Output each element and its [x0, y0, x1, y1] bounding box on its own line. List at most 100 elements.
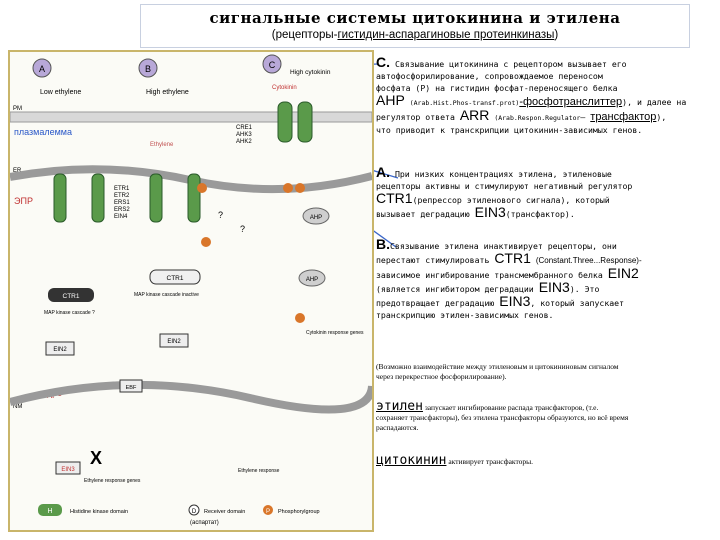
- a-line4: вызывает деградацию: [376, 209, 470, 219]
- c-arr-dash: –: [580, 112, 586, 122]
- page-subtitle: (рецепторы-гистидин-аспарагиновые протеи…: [141, 29, 689, 41]
- a-letter: A.: [376, 164, 390, 180]
- high-ethylene-label: High ethylene: [146, 89, 189, 96]
- c-transf: трансфактор: [590, 111, 657, 123]
- ein2-node-b: [159, 333, 189, 348]
- legend-d-label: D: [192, 509, 197, 515]
- cyt-text: активирует трансфакторы.: [448, 457, 534, 466]
- eth-text3: распадаются.: [376, 423, 419, 432]
- circle-c: [262, 54, 282, 74]
- ctr1-node-b: [149, 269, 201, 285]
- nuclear-membrane: [8, 380, 376, 414]
- b-line5: предотвращает деградацию: [376, 298, 495, 308]
- legend-rd-label: Receiver domain: [204, 509, 245, 515]
- c-letter: C.: [376, 54, 390, 70]
- nm-label: NM: [13, 404, 22, 410]
- a-line2: рецепторы активны и стимулируют негативн…: [376, 181, 633, 191]
- question-1: ?: [218, 210, 223, 220]
- legend-p-swatch: [263, 505, 273, 515]
- a-paragraph: A. При низких концентрациях этилена, эти…: [376, 164, 716, 220]
- circle-b-label: B: [145, 64, 151, 74]
- b-ein2: EIN2: [607, 265, 639, 281]
- b-line1: Связывание этилена инактивирует рецептор…: [390, 241, 617, 251]
- b-ein3-2: EIN3: [499, 293, 531, 309]
- c-arr: ARR: [459, 107, 490, 123]
- ethylene-keyword: этилен: [376, 399, 423, 414]
- c-line6: что приводит к транскрипции цитокинин-за…: [376, 125, 643, 135]
- legend-rd-ru-label: (аспартат): [190, 520, 219, 526]
- phospho-dot-5: [295, 313, 305, 323]
- epr-label: ЭПР: [14, 196, 33, 206]
- c-ahp: AHP: [376, 92, 405, 108]
- cytokinin-response-genes-label: Cytokinin response genes: [306, 330, 364, 336]
- legend-h-swatch: [38, 504, 62, 516]
- c-arr-small: (Arab.Respon.Regulator: [494, 114, 581, 122]
- page-title: сигнальные системы цитокинина и этилена: [209, 9, 621, 27]
- ahk2-label: AHK2: [236, 139, 252, 145]
- circle-c-label: C: [269, 60, 276, 70]
- b-ein3: EIN3: [538, 279, 570, 295]
- question-2: ?: [240, 224, 245, 234]
- signaling-diagram: A B C Low ethylene High ethylene High cy…: [8, 50, 376, 532]
- c-line5a: регулятор ответа: [376, 112, 455, 122]
- c-line5-end: ),: [656, 112, 667, 122]
- ers2-label: ERS2: [114, 207, 130, 213]
- ahk3-label: AHK3: [236, 132, 252, 138]
- circle-b: [138, 58, 158, 78]
- legend-pg-label: Phosphorylgroup: [278, 509, 320, 515]
- b-line5-end: , который запускает: [530, 298, 625, 308]
- high-cytokinin-label: High cytokinin: [290, 69, 331, 76]
- etr2-label: ETR2: [114, 193, 130, 199]
- legend-d-swatch: [188, 504, 200, 516]
- note-paragraph: (Возможно взаимодействие между этиленовы…: [376, 362, 716, 382]
- b-line3: зависимое ингибирование трансмембранного…: [376, 270, 603, 280]
- ethylene-response-genes-label: Ethylene response genes: [84, 478, 141, 484]
- a-ctr1: CTR1: [376, 190, 413, 206]
- a-line4-end: (трансфактор).: [505, 209, 575, 219]
- b-line4: (является ингибитором деградации: [376, 284, 534, 294]
- phospho-dot-2: [295, 183, 305, 193]
- legend-h-label: H: [47, 508, 52, 515]
- eth-text2: сохраняет трансфакторы), без этилена тра…: [376, 413, 629, 422]
- phospho-dot-3: [197, 183, 207, 193]
- ein2-label-a: EIN2: [53, 347, 67, 353]
- title-box: сигнальные системы цитокинина и этилена …: [140, 4, 690, 48]
- c-line2: автофосфорилирование, сопровождаемое пер…: [376, 71, 603, 81]
- ein3-node: [55, 461, 81, 475]
- b-line6: транскрипцию этилен-зависимых генов.: [376, 310, 554, 320]
- etr1-label: ETR1: [114, 186, 130, 192]
- ethylene-receptor-b2: [187, 173, 201, 223]
- ahp-node-1: [302, 207, 330, 225]
- subtitle-underlined: гистидин-аспарагиновые протеинкиназы: [337, 29, 555, 41]
- ahp-node-2: [298, 269, 326, 287]
- ethylene-label: Ethylene: [150, 142, 174, 148]
- ctr1-label-a: CTR1: [63, 293, 80, 300]
- c-paragraph: C. Связывание цитокинина с рецептором вы…: [376, 54, 716, 136]
- ein4-label: EIN4: [114, 214, 128, 220]
- legend-hk-label: Histidine kinase domain: [70, 509, 128, 515]
- phospho-dot-1: [283, 183, 293, 193]
- ethylene-paragraph: этилен запускает ингибирование распада т…: [376, 399, 716, 433]
- ethylene-receptor-a1: [53, 173, 67, 223]
- c-ahp-end: ), и далее на: [622, 97, 687, 107]
- plasmalemma-label: плазмалемма: [14, 127, 72, 137]
- pm-label: PM: [13, 106, 22, 112]
- cytokinin-receptor-2: [297, 101, 313, 143]
- cytokinin-keyword: цитокинин: [376, 453, 447, 468]
- c-ahp-small: (Arab.Hist.Phos-transf.prot): [409, 99, 520, 107]
- cytokinin-label: Cytokinin: [272, 85, 297, 91]
- ebf-node: [119, 379, 143, 393]
- b-line4-end: ). Это: [569, 284, 600, 294]
- ers1-label: ERS1: [114, 200, 130, 206]
- a-ein3: EIN3: [474, 204, 506, 220]
- c-line3: фосфата (P) на гистидин фосфат-переносящ…: [376, 83, 618, 93]
- circle-a-label: A: [39, 64, 45, 74]
- ahp-label-2: AHP: [306, 277, 318, 283]
- note-line1: (Возможно взаимодействие между этиленовы…: [376, 362, 619, 371]
- ein3-label: EIN3: [61, 467, 75, 473]
- eth-text1: запускает ингибирование распада трансфак…: [424, 403, 599, 412]
- x-mark: X: [90, 448, 102, 468]
- diagram-svg: A B C Low ethylene High ethylene High cy…: [8, 54, 376, 526]
- ethylene-receptor-b1: [149, 173, 163, 223]
- note-line2: через перекрестное фосфорилирование).: [376, 372, 507, 381]
